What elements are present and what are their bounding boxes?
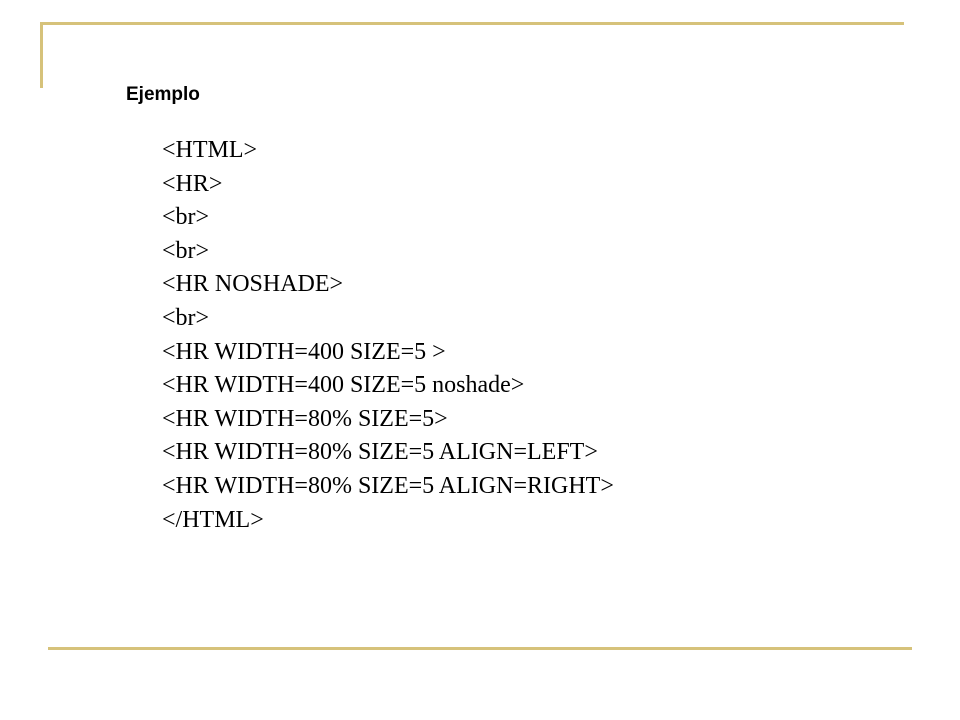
code-line: <HR WIDTH=80% SIZE=5>	[162, 405, 448, 432]
code-example: <HTML> <HR> <br> <br> <HR NOSHADE> <br> …	[162, 134, 782, 537]
code-line: <HR WIDTH=80% SIZE=5 ALIGN=RIGHT>	[162, 472, 614, 499]
code-line: <HTML>	[162, 137, 258, 163]
frame-top-line	[40, 22, 904, 25]
slide-title: Ejemplo	[126, 84, 200, 105]
code-line: <HR WIDTH=400 SIZE=5 noshade>	[162, 372, 525, 399]
frame-bottom-line	[48, 647, 912, 650]
code-line: <HR NOSHADE>	[162, 271, 344, 298]
frame-left-line	[40, 22, 43, 88]
code-line: <br>	[162, 204, 210, 231]
code-line: <HR WIDTH=400 SIZE=5 >	[162, 338, 446, 365]
code-line: <HR WIDTH=80% SIZE=5 ALIGN=LEFT>	[162, 439, 598, 466]
code-line: <br>	[162, 304, 210, 331]
code-line: </HTML>	[162, 506, 264, 533]
code-line: <HR>	[162, 170, 223, 197]
code-line: <br>	[162, 237, 210, 264]
